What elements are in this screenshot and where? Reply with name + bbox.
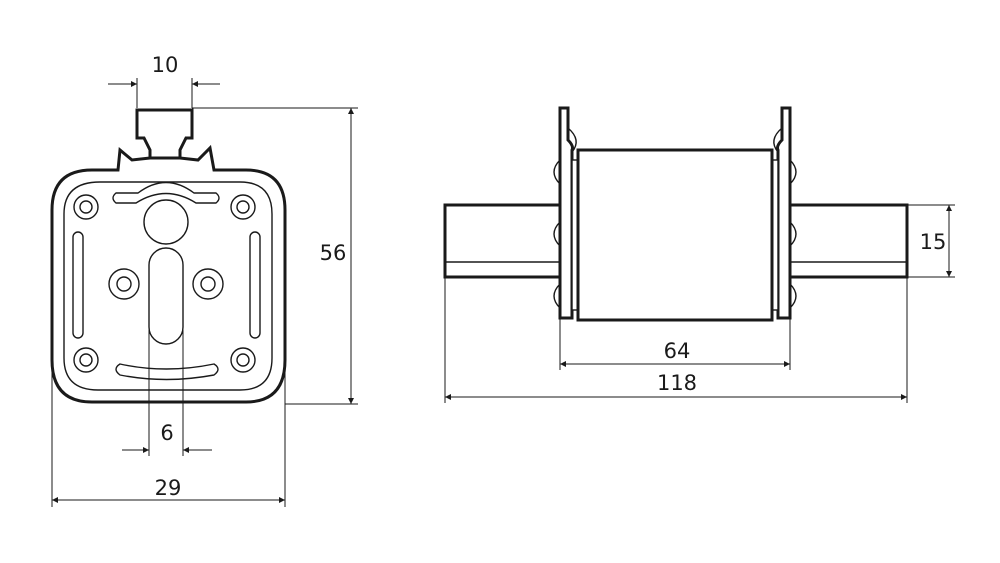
middle-screw bbox=[192, 268, 224, 300]
inner-face-outline bbox=[63, 181, 273, 391]
dimension-body-length bbox=[559, 318, 791, 370]
corner-screw bbox=[73, 194, 99, 220]
dimension-label-overall-length: 118 bbox=[657, 371, 697, 395]
front-view bbox=[50, 108, 287, 404]
right-side-slot bbox=[249, 231, 261, 339]
left-mounting-plate bbox=[558, 106, 574, 320]
side-view bbox=[443, 106, 909, 322]
corner-screw bbox=[73, 347, 99, 373]
dimension-height bbox=[192, 107, 358, 405]
corner-screw bbox=[230, 347, 256, 373]
dimension-slot-width bbox=[122, 330, 212, 456]
dimension-top-width bbox=[108, 78, 220, 108]
ceramic-body bbox=[576, 148, 774, 322]
dimension-label-slot-width: 6 bbox=[160, 421, 173, 445]
dimension-body-width bbox=[51, 370, 286, 507]
top-tab bbox=[135, 108, 194, 162]
dimension-label-height: 56 bbox=[320, 241, 347, 265]
top-arc-bar bbox=[112, 181, 220, 204]
middle-screw bbox=[108, 268, 140, 300]
right-mounting-plate bbox=[776, 106, 792, 320]
center-hole bbox=[143, 199, 189, 245]
corner-screw bbox=[230, 194, 256, 220]
bottom-bar bbox=[115, 363, 219, 381]
dimension-label-body-width: 29 bbox=[155, 476, 182, 500]
center-slot bbox=[148, 247, 184, 345]
right-blade bbox=[788, 203, 909, 279]
fuse-body-outline bbox=[50, 144, 287, 404]
dimension-blade-thickness bbox=[907, 204, 955, 278]
dimension-label-blade-thickness: 15 bbox=[920, 230, 947, 254]
dimension-label-top-width: 10 bbox=[152, 53, 179, 77]
left-side-slot bbox=[72, 231, 84, 339]
dimension-label-body-length: 64 bbox=[664, 339, 691, 363]
dimension-overall-length bbox=[444, 277, 908, 403]
left-blade bbox=[443, 203, 562, 279]
